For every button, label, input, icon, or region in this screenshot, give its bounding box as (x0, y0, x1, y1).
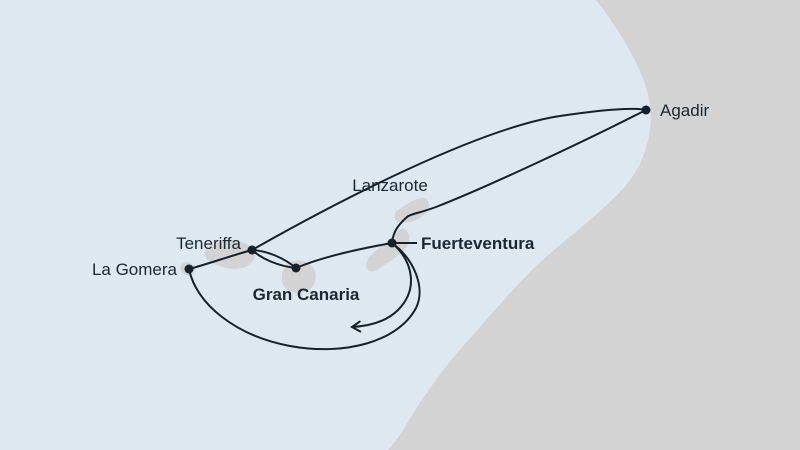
port-label-lanzarote: Lanzarote (352, 176, 428, 195)
port-dot-la-gomera (184, 264, 194, 274)
teneriffa-island (204, 240, 255, 269)
route-fuerteventura-grancanaria (295, 242, 393, 269)
port-dot-fuerteventura (387, 238, 397, 248)
port-dot-teneriffa (247, 245, 257, 255)
route-fuerteventura-arrow-curve (350, 242, 412, 333)
port-dot-agadir (641, 105, 651, 115)
route-agadir-lanzarote-fuerteventura (391, 109, 647, 244)
route-teneriffa-agadir (251, 107, 647, 251)
port-label-agadir: Agadir (660, 101, 709, 120)
port-dot-gran-canaria (291, 263, 301, 273)
port-label-teneriffa: Teneriffa (176, 234, 241, 253)
port-label-fuerteventura: Fuerteventura (421, 234, 535, 253)
gran-canaria-island (281, 260, 316, 293)
fuerteventura-island (366, 228, 410, 272)
lanzarote-island (394, 197, 430, 223)
route-bottom-loop (188, 242, 421, 351)
africa-landmass (388, 0, 800, 450)
route-teneriffa-lagomera (188, 249, 253, 270)
port-label-la-gomera: La Gomera (92, 260, 178, 279)
port-label-gran-canaria: Gran Canaria (253, 285, 360, 304)
